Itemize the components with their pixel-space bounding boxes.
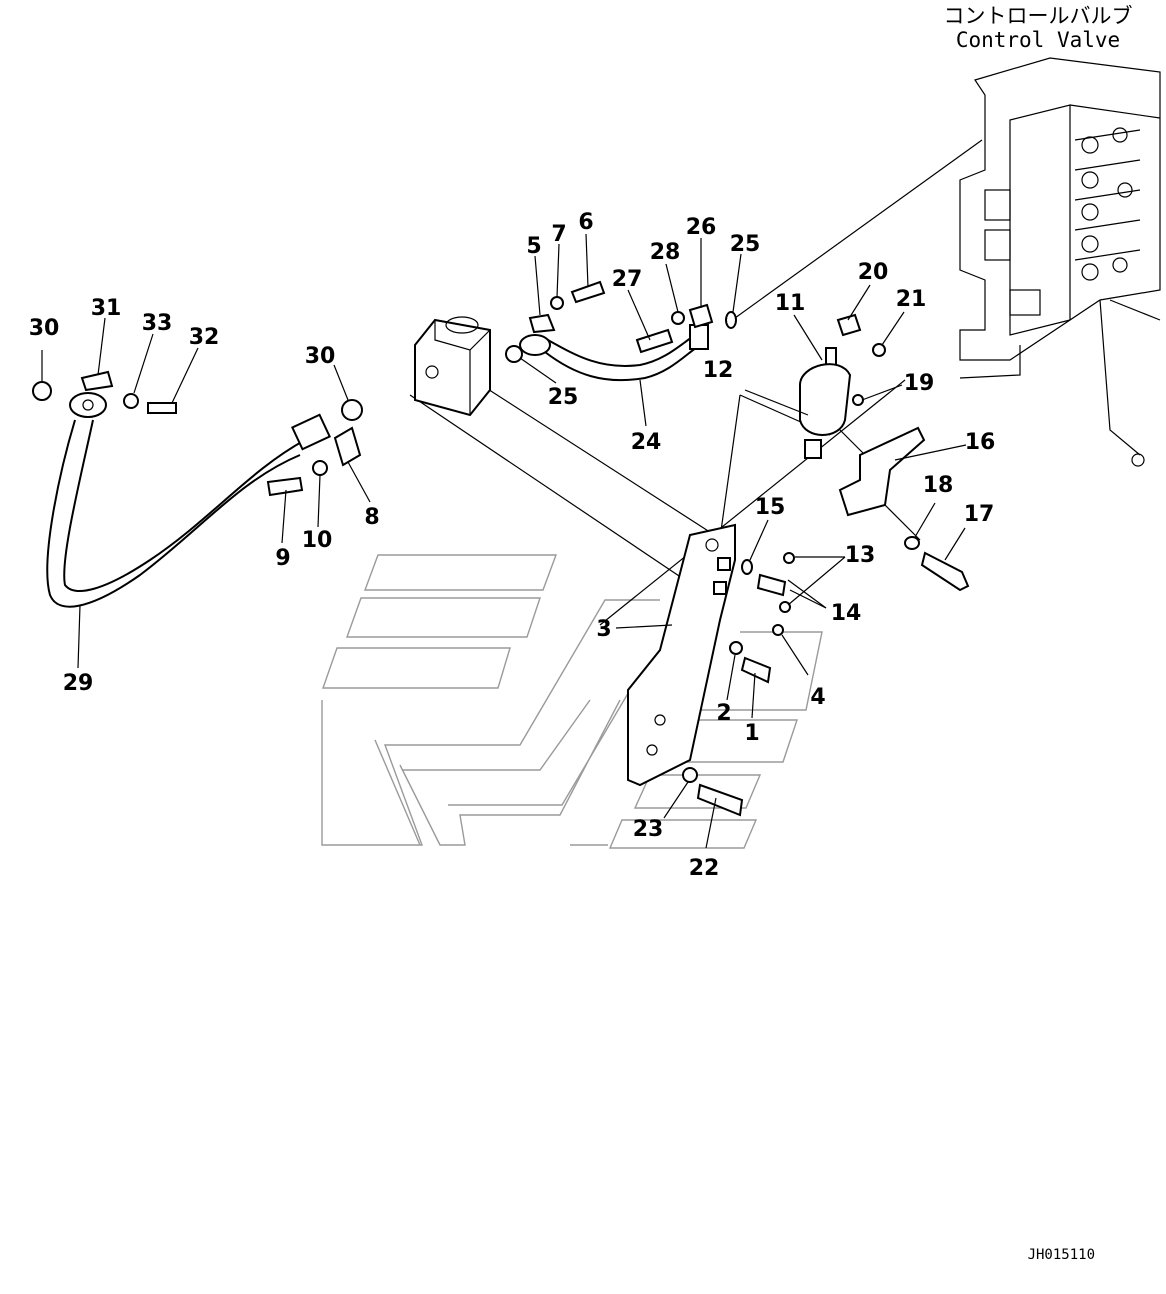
callout-30-left: 30 [29, 316, 60, 341]
split-flange-31 [80, 370, 114, 392]
hose-29 [46, 392, 331, 608]
callout-9: 9 [275, 546, 290, 571]
tube-24 [519, 324, 709, 382]
callout-33: 33 [142, 311, 173, 336]
bolt-22 [696, 783, 744, 817]
title-japanese: コントロールバルブ [944, 4, 1133, 28]
callout-29: 29 [63, 671, 94, 696]
callout-17: 17 [964, 502, 995, 527]
callout-24: 24 [631, 430, 662, 455]
callout-20: 20 [858, 260, 889, 285]
bolt-17 [920, 551, 970, 592]
valve-block [414, 316, 491, 417]
callout-6: 6 [578, 210, 593, 235]
bracket-16 [838, 426, 926, 517]
valve-leader-line [734, 139, 983, 319]
callout-7: 7 [551, 222, 566, 247]
callout-25-left: 25 [548, 385, 579, 410]
callout-12: 12 [703, 358, 734, 383]
callout-13: 13 [845, 543, 876, 568]
callout-2: 2 [716, 701, 731, 726]
callout-32: 32 [189, 325, 220, 350]
callout-21: 21 [896, 287, 927, 312]
o-ring-30-left [32, 381, 52, 401]
callout-28: 28 [650, 240, 681, 265]
nut-13b [783, 552, 795, 564]
bolt-27 [635, 328, 674, 354]
bolt-6 [570, 280, 606, 304]
accumulator-11 [799, 347, 852, 459]
callout-5: 5 [526, 234, 541, 259]
nut-13a [779, 601, 791, 613]
o-ring-30-right [341, 399, 363, 421]
bolt-1 [740, 656, 772, 684]
callout-23: 23 [633, 817, 664, 842]
title-english: Control Valve [956, 28, 1120, 52]
callout-18: 18 [923, 473, 954, 498]
drawing-code: JH015110 [1028, 1247, 1095, 1263]
washer-7 [550, 296, 564, 310]
washer-33 [123, 393, 139, 409]
washer-21 [872, 343, 886, 357]
o-ring-15 [741, 559, 753, 575]
bolt-32 [147, 402, 177, 414]
callout-4: 4 [810, 685, 825, 710]
callout-8: 8 [364, 505, 379, 530]
bolt-9 [266, 476, 304, 497]
washer-28 [671, 311, 685, 325]
bolt-20 [836, 313, 862, 337]
callout-11: 11 [775, 291, 806, 316]
callout-3: 3 [596, 617, 611, 642]
callout-16: 16 [965, 430, 996, 455]
callout-19: 19 [904, 371, 935, 396]
split-flange-5 [528, 313, 556, 334]
bracket-plate-3 [627, 523, 736, 787]
o-ring-25-right [725, 311, 737, 329]
callout-31: 31 [91, 296, 122, 321]
callout-30-right: 30 [305, 344, 336, 369]
control-valve-drawing [959, 57, 1161, 467]
callout-27: 27 [612, 267, 643, 292]
split-flange-26 [688, 303, 714, 329]
callout-1: 1 [744, 721, 759, 746]
washer-18 [904, 536, 920, 550]
washer-2 [729, 641, 743, 655]
callout-10: 10 [302, 528, 333, 553]
callout-22: 22 [689, 856, 720, 881]
callout-numbers: 1 2 3 4 5 6 7 8 9 10 11 12 13 14 15 16 1… [29, 210, 996, 881]
machine-body-outline [321, 554, 823, 849]
callout-26: 26 [686, 215, 717, 240]
callout-14: 14 [831, 601, 862, 626]
nut-4 [772, 624, 784, 636]
callout-15: 15 [755, 495, 786, 520]
callout-leaders [41, 233, 967, 849]
split-flange-8 [333, 426, 362, 467]
washer-23 [682, 767, 698, 783]
callout-25-right: 25 [730, 232, 761, 257]
washer-10 [312, 460, 328, 476]
fitting-14 [756, 573, 787, 597]
o-ring-25-left [505, 345, 523, 363]
nut-19 [852, 394, 864, 406]
